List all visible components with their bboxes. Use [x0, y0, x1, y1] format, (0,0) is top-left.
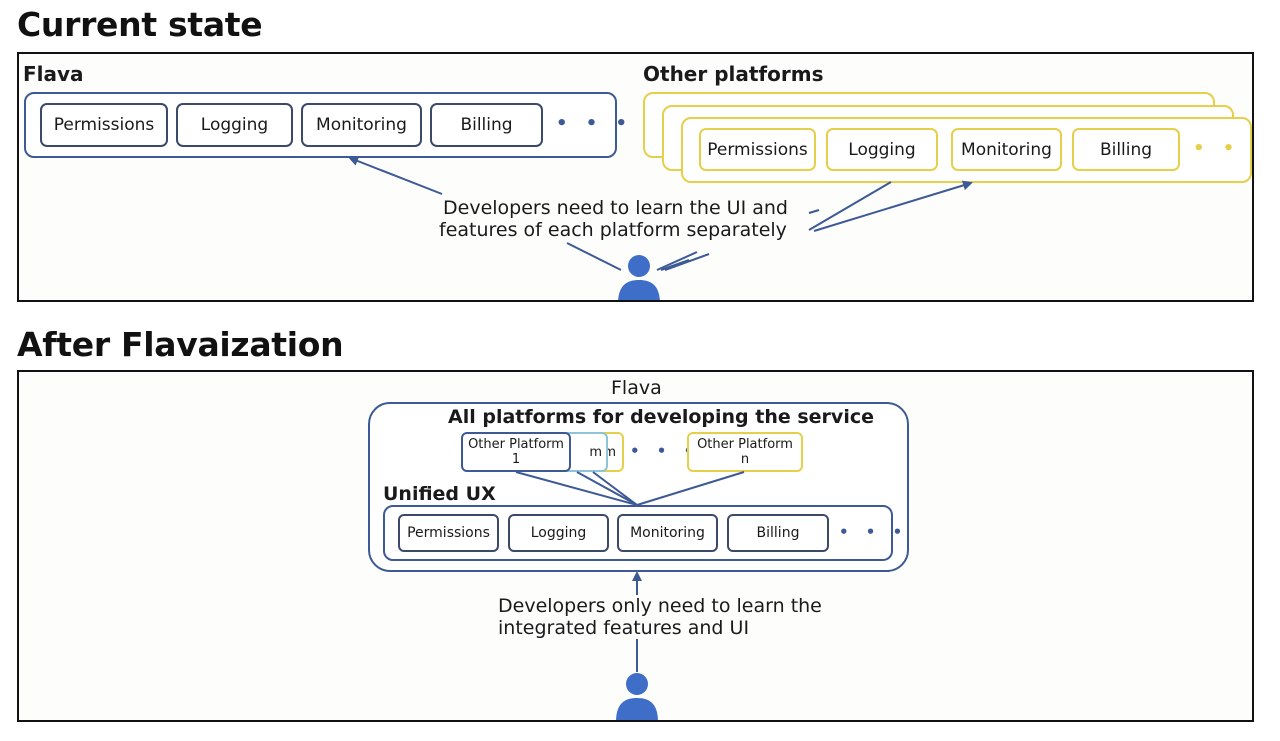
flava-container-label: Flava [611, 377, 662, 399]
flava-monitoring-pill: Monitoring [301, 103, 422, 147]
after-flavaization-panel: Flava All platforms for developing the s… [17, 370, 1254, 722]
current-caption-line1: Developers need to learn the UI and [443, 197, 788, 219]
other-permissions-pill: Permissions [699, 128, 816, 171]
current-caption-line2: features of each platform separately [439, 219, 787, 241]
other-more-ellipsis: • • • [1193, 138, 1252, 159]
after-caption-line1: Developers only need to learn the [498, 595, 822, 617]
flava-logging-pill: Logging [176, 103, 293, 147]
developer-person-icon [618, 255, 660, 300]
after-caption-line2: integrated features and UI [498, 617, 750, 639]
unified-permissions-pill: Permissions [398, 514, 499, 552]
flava-more-ellipsis: • • • [556, 113, 634, 134]
unified-logging-pill: Logging [508, 514, 609, 552]
flava-label: Flava [23, 62, 84, 86]
other-platform-1-line1: Other Platform [468, 437, 564, 452]
all-platforms-label: All platforms for developing the service [448, 406, 874, 428]
flava-permissions-pill: Permissions [40, 103, 168, 147]
other-logging-pill: Logging [826, 128, 938, 171]
current-state-panel: Flava Permissions Logging Monitoring Bil… [17, 52, 1254, 302]
after-flavaization-title: After Flavaization [17, 325, 344, 364]
current-state-title: Current state [17, 5, 263, 44]
unified-ux-label: Unified UX [383, 483, 496, 505]
other-platform-n-line1: Other Platform [697, 437, 793, 452]
platform-more-ellipsis: • • • [630, 442, 700, 460]
unified-more-ellipsis: • • • [839, 523, 909, 541]
other-platform-stacked-1-text: m [589, 444, 602, 460]
other-monitoring-pill: Monitoring [951, 128, 1062, 171]
unified-billing-pill: Billing [727, 514, 829, 552]
flava-billing-pill: Billing [430, 103, 543, 147]
other-platform-n-box: Other Platform n [687, 432, 803, 472]
unified-monitoring-pill: Monitoring [617, 514, 718, 552]
other-platform-1-box: Other Platform 1 [461, 432, 571, 472]
other-billing-pill: Billing [1072, 128, 1180, 171]
other-platforms-label: Other platforms [643, 62, 824, 86]
other-platform-n-line2: n [740, 452, 750, 467]
other-platform-1-line2: 1 [511, 452, 521, 467]
developer-person-icon [616, 673, 658, 720]
